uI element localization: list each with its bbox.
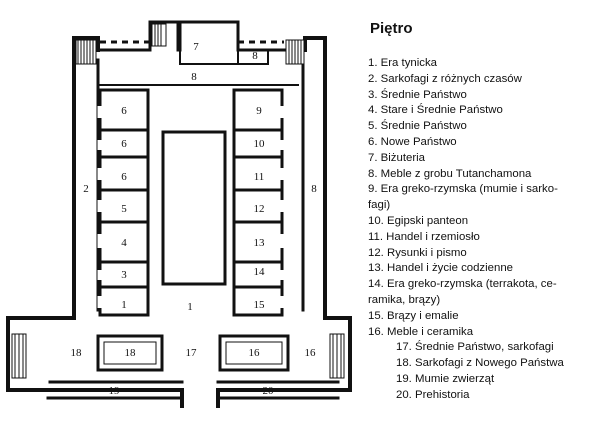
room-4-label: 4: [121, 237, 127, 249]
central-atrium: [161, 130, 227, 286]
room-15-label: 15: [254, 299, 266, 311]
legend-item: 9. Era greko-rzymska (mumie i sarko- fag…: [368, 183, 558, 212]
legend-item: 11. Handel i rzemiosło: [368, 230, 480, 243]
legend-item: 8. Meble z grobu Tutanchamona: [368, 167, 532, 180]
legend-item: 16. Meble i ceramika: [368, 325, 474, 338]
display-cases: [96, 334, 290, 372]
room-6a-label: 6: [121, 105, 127, 117]
room-1-center-label: 1: [187, 301, 193, 313]
room-10-label: 10: [254, 138, 266, 150]
room-18b-label: 18: [125, 347, 137, 359]
room-7-label: 7: [193, 41, 199, 53]
legend-item: 3. Średnie Państwo: [368, 88, 467, 101]
legend-item: 1. Era tynicka: [368, 57, 438, 69]
legend-item: 7. Biżuteria: [368, 151, 425, 164]
legend-item: 20. Prehistoria: [396, 388, 470, 401]
room-2-label: 2: [83, 183, 89, 195]
room-12-label: 12: [254, 203, 265, 215]
legend-item: 19. Mumie zwierząt: [396, 372, 495, 385]
floor-plan: 1 1 2 3 4 5 6 6 6 7 8 8 8 9 10 11 12 13 …: [6, 20, 352, 408]
room-labels: 1 1 2 3 4 5 6 6 6 7 8 8 8 9 10 11 12 13 …: [71, 41, 318, 397]
room-6c-label: 6: [121, 171, 127, 183]
legend-item: 15. Brązy i emalie: [368, 309, 459, 322]
room-19-label: 19: [109, 385, 121, 397]
room-16a-label: 16: [249, 347, 261, 359]
room-11-label: 11: [254, 171, 265, 183]
room-3-label: 3: [121, 269, 127, 281]
legend-item: 10. Egipski panteon: [368, 214, 469, 227]
room-20-label: 20: [263, 385, 275, 397]
left-room-column: [97, 88, 150, 317]
room-18a-label: 18: [71, 347, 83, 359]
room-1-left-label: 1: [121, 299, 127, 311]
room-17-label: 17: [186, 347, 198, 359]
room-9-label: 9: [256, 105, 262, 117]
legend-item: 6. Nowe Państwo: [368, 135, 457, 148]
legend: Piętro 1. Era tynicka 2. Sarkofagi z róż…: [368, 20, 590, 404]
room-8-corner-label: 8: [252, 50, 258, 62]
legend-item: 4. Stare i Średnie Państwo: [368, 104, 503, 117]
legend-item: 18. Sarkofagi z Nowego Państwa: [396, 357, 564, 370]
legend-item: 12. Rysunki i pismo: [368, 246, 467, 259]
room-5-label: 5: [121, 203, 127, 215]
legend-item: 13. Handel i życie codzienne: [368, 262, 514, 275]
legend-title: Piętro: [370, 20, 413, 37]
legend-item: 17. Średnie Państwo, sarkofagi: [396, 341, 554, 354]
room-8-right-label: 8: [311, 183, 317, 195]
room-14-label: 14: [254, 266, 266, 278]
legend-item: 14. Era greko-rzymska (terrakota, ce- ra…: [368, 278, 557, 306]
room-16b-label: 16: [305, 347, 317, 359]
right-room-column: [232, 88, 285, 317]
room-6b-label: 6: [121, 138, 127, 150]
stairs: [11, 23, 345, 379]
room-8-top-label: 8: [191, 71, 197, 83]
room-13-label: 13: [254, 237, 266, 249]
legend-item: 5. Średnie Państwo: [368, 120, 467, 133]
walls: [6, 20, 352, 408]
legend-item: 2. Sarkofagi z różnych czasów: [368, 72, 522, 85]
legend-list: 1. Era tynicka 2. Sarkofagi z różnych cz…: [368, 56, 590, 404]
